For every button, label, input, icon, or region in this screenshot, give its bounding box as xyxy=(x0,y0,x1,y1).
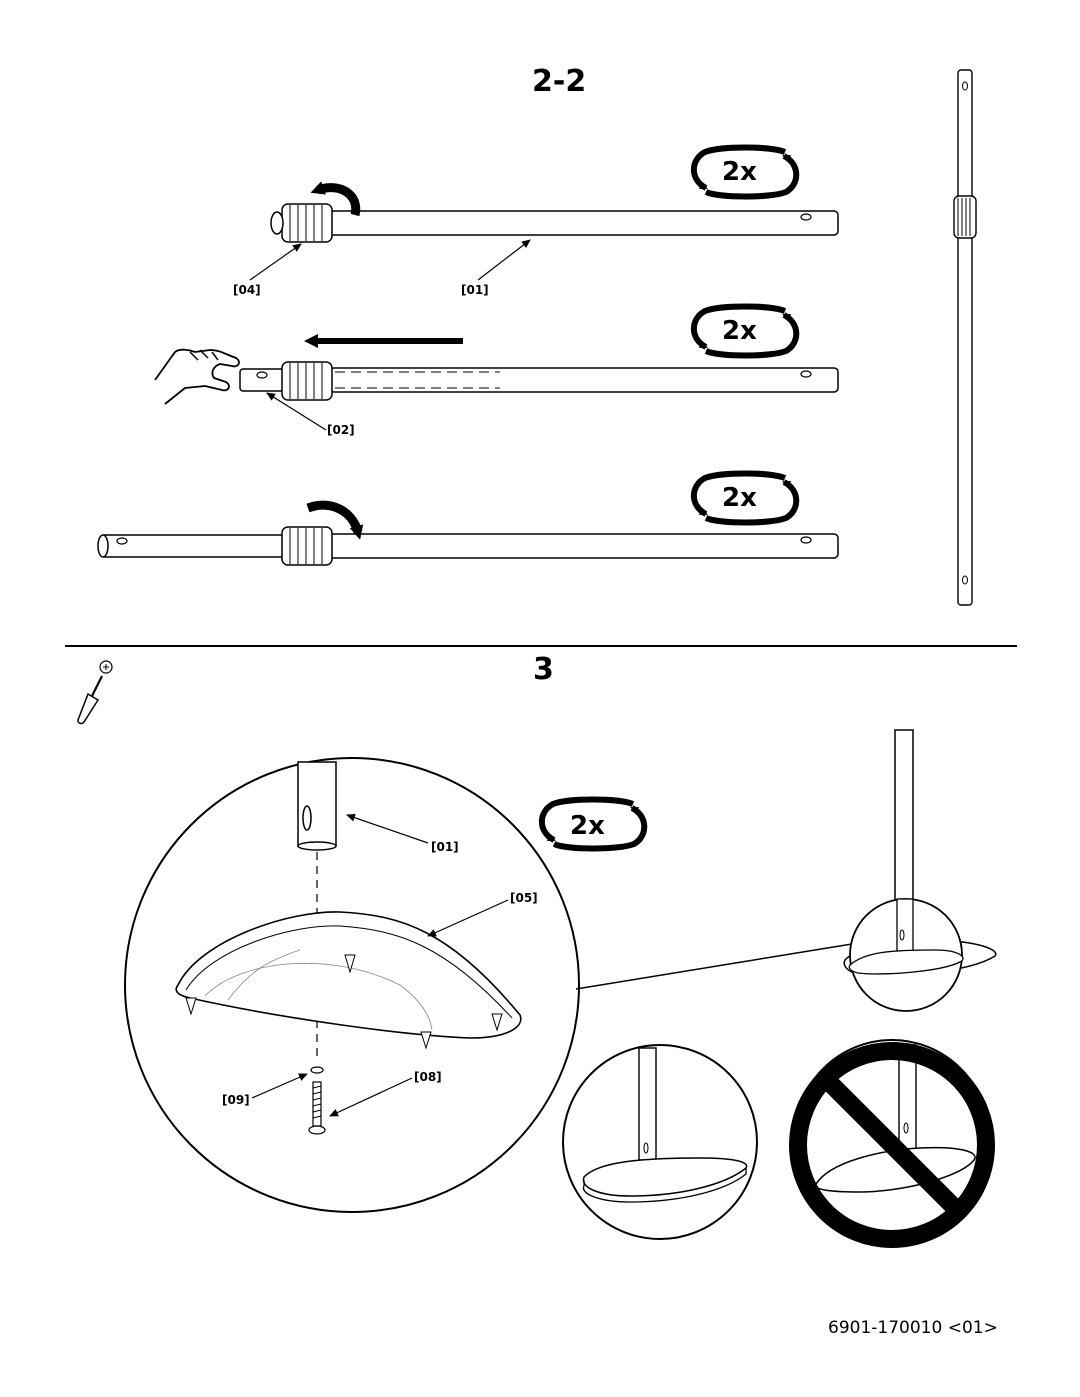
repeat-badge-icon: 2x xyxy=(690,470,800,526)
label-02: [02] xyxy=(327,423,355,437)
step-number-3: 3 xyxy=(533,652,554,687)
label-04: [04] xyxy=(233,283,261,297)
incorrect-placement-detail xyxy=(789,1039,995,1248)
repeat-label-step-3: 2x xyxy=(570,811,605,841)
repeat-badge-icon: 2x xyxy=(538,796,648,852)
magnified-detail: [01] [05] [09] [08] xyxy=(124,757,580,1213)
repeat-badge-icon: 2x xyxy=(690,144,800,200)
collar-row-3 xyxy=(281,526,333,566)
collar-04 xyxy=(270,203,333,243)
label-08: [08] xyxy=(414,1070,442,1084)
rotate-cw-arrow-icon xyxy=(306,500,364,540)
label-01-detail: [01] xyxy=(431,840,459,854)
repeat-label-row-3: 2x xyxy=(722,483,757,513)
screwdriver-icon xyxy=(77,660,113,725)
label-09: [09] xyxy=(222,1093,250,1107)
rotate-ccw-arrow-icon xyxy=(310,181,361,217)
repeat-badge-icon: 2x xyxy=(690,303,800,359)
repeat-label-row-2: 2x xyxy=(722,316,757,346)
label-01: [01] xyxy=(461,283,489,297)
document-code: 6901-170010 <01> xyxy=(828,1318,998,1338)
assembled-pole xyxy=(953,69,977,606)
step-number-2-2: 2-2 xyxy=(532,64,587,99)
prohibited-icon xyxy=(789,1042,995,1248)
pole-row-1: [04] [01] xyxy=(233,181,839,297)
collar-row-2 xyxy=(281,361,333,401)
repeat-label-row-1: 2x xyxy=(722,157,757,187)
installed-pole xyxy=(843,729,997,1012)
pole-row-3 xyxy=(97,500,839,566)
correct-placement-detail xyxy=(562,1044,758,1240)
hand-icon xyxy=(154,348,240,405)
pole-row-2: [02] xyxy=(154,334,839,437)
label-05: [05] xyxy=(510,891,538,905)
